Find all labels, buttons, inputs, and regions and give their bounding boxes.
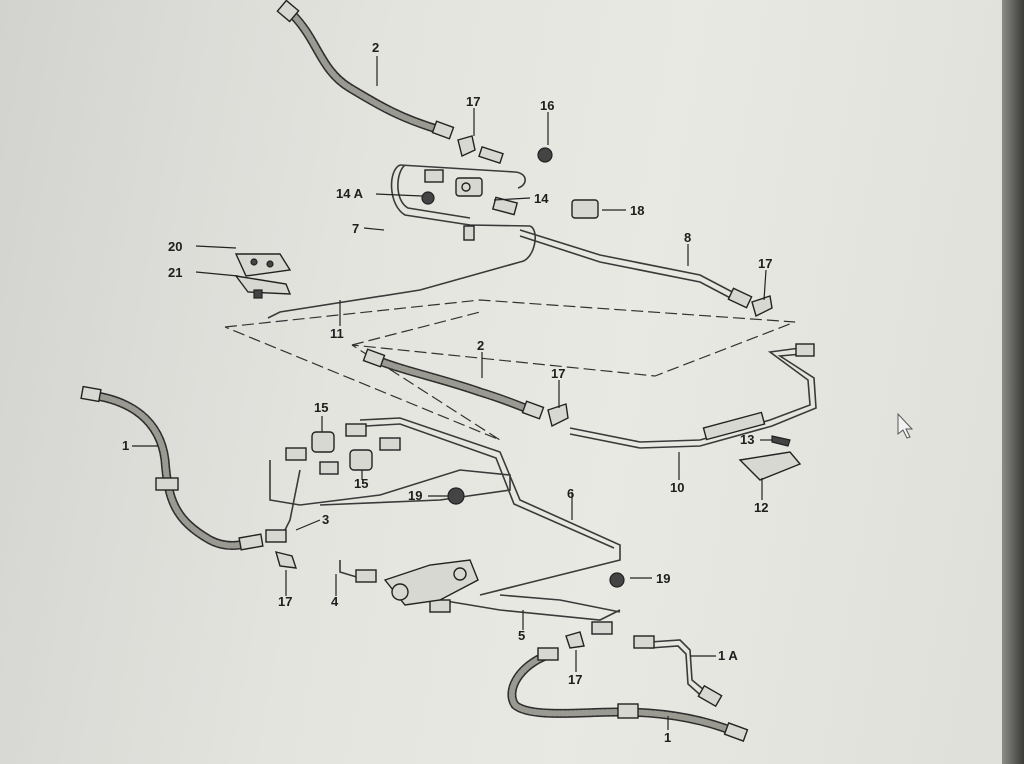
callout-17-e: 17 — [568, 672, 582, 687]
pipe-8 — [519, 229, 741, 297]
clip-17-right — [751, 295, 773, 318]
clip-17-left — [274, 551, 298, 569]
callout-2-top: 2 — [372, 40, 379, 55]
callout-16: 16 — [540, 98, 554, 113]
callout-19-a: 19 — [408, 488, 422, 503]
callout-3: 3 — [322, 512, 329, 527]
callout-17-c: 17 — [551, 366, 565, 381]
callout-12: 12 — [754, 500, 768, 515]
hose-2-top — [276, 0, 455, 140]
plug-19-a — [447, 487, 465, 505]
hose-1-bottom — [507, 647, 749, 742]
bracket-18 — [571, 199, 599, 219]
clip-17-bottom — [565, 631, 585, 649]
callout-17-b: 17 — [758, 256, 772, 271]
distribution-block-20 — [234, 253, 292, 299]
pipe-group-3-6 — [265, 417, 621, 635]
callout-15-a: 15 — [314, 400, 328, 415]
callout-13: 13 — [740, 432, 754, 447]
clip-17-top — [457, 135, 476, 157]
callout-4: 4 — [331, 594, 339, 609]
t-piece-14 — [267, 164, 536, 319]
fitting-10-end — [795, 343, 815, 357]
fitting-1a-a — [633, 635, 655, 649]
callout-1-left: 1 — [122, 438, 129, 453]
callout-1a: 1 A — [718, 648, 738, 663]
callout-5: 5 — [518, 628, 525, 643]
fitting-1a-b — [697, 684, 723, 708]
callout-7: 7 — [352, 221, 359, 236]
mouse-cursor-icon — [897, 412, 914, 439]
bolt-13 — [771, 435, 791, 447]
callout-10: 10 — [670, 480, 684, 495]
fitting-8-end — [727, 287, 753, 309]
dashed-outline-lower — [351, 311, 481, 346]
callout-17-d: 17 — [278, 594, 292, 609]
clip-17-middle — [547, 403, 569, 428]
callout-19-b: 19 — [656, 571, 670, 586]
pipe-10-sleeve — [702, 411, 766, 441]
callout-1-bottom: 1 — [664, 730, 671, 745]
callout-14a: 14 A — [336, 186, 364, 201]
master-cylinder — [383, 559, 479, 606]
pipe-10 — [569, 347, 811, 443]
nut-16 — [537, 147, 553, 163]
callout-6: 6 — [567, 486, 574, 501]
callout-17-a: 17 — [466, 94, 480, 109]
callout-8: 8 — [684, 230, 691, 245]
bracket-12 — [738, 451, 802, 481]
fitting-top-a — [478, 145, 504, 165]
leader-lines — [132, 56, 772, 730]
pipe-1a — [649, 639, 711, 696]
callout-18: 18 — [630, 203, 644, 218]
callout-15-b: 15 — [354, 476, 368, 491]
hose-1-left — [80, 385, 264, 551]
callout-20: 20 — [168, 239, 182, 254]
callout-11: 11 — [330, 326, 344, 341]
hose-2-middle — [362, 348, 545, 420]
plug-19-b — [609, 572, 625, 588]
monitor-bezel-edge — [1002, 0, 1024, 764]
callout-2-mid: 2 — [477, 338, 484, 353]
callout-14: 14 — [534, 191, 549, 206]
callout-21: 21 — [168, 265, 182, 280]
dashed-outline-upper — [224, 299, 796, 441]
